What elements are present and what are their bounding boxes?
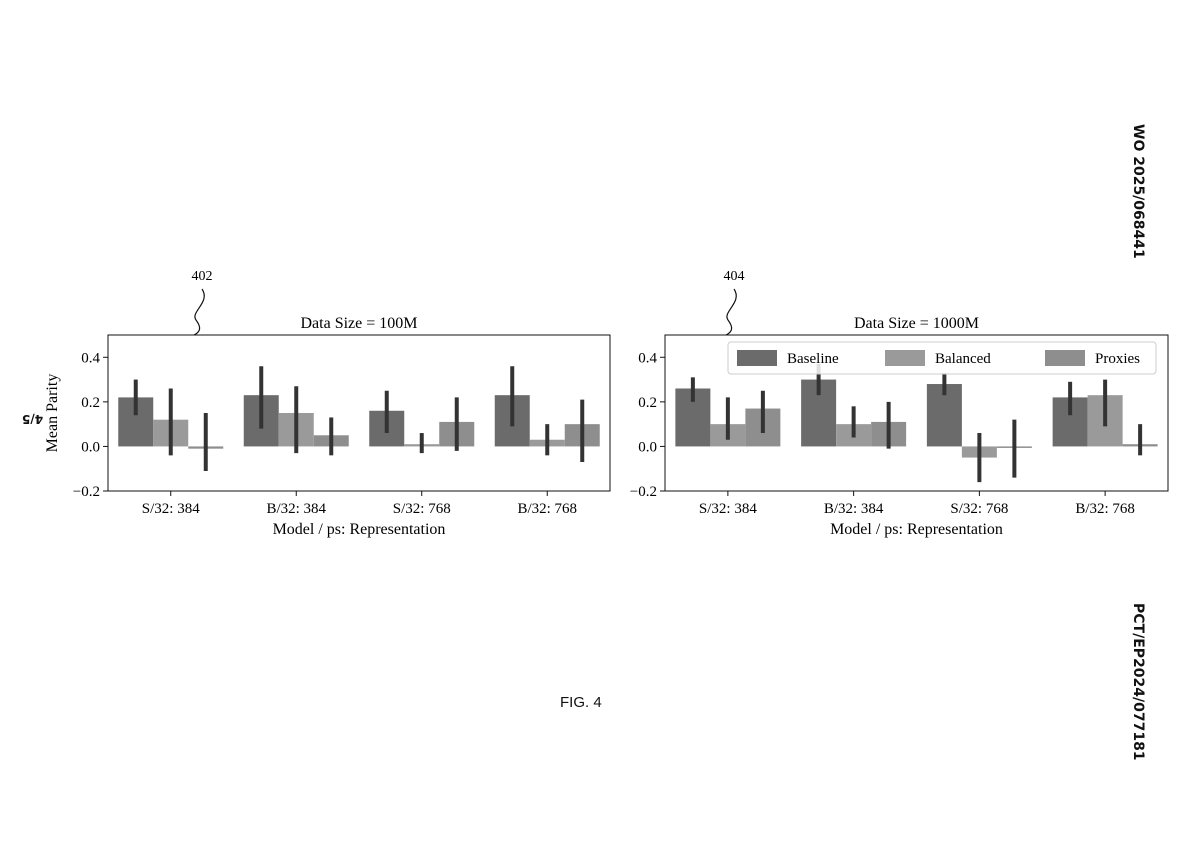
y-tick-label: −0.2 [73,484,100,500]
chart-title: Data Size = 100M [301,315,418,332]
reference-label: 402 [192,269,213,284]
y-axis-label: Mean Parity [44,374,61,453]
reference-label: 404 [724,269,745,284]
y-tick-label: 0.4 [81,350,100,366]
legend-label-balanced: Balanced [935,351,991,367]
x-axis-label: Model / ps: Representation [830,521,1003,538]
x-tick-label: B/32: 768 [517,501,577,517]
x-tick-label: B/32: 384 [824,501,884,517]
reference-leader-line [725,288,737,336]
legend-swatch-baseline [737,350,777,366]
x-tick-label: S/32: 384 [142,501,200,517]
x-tick-label: B/32: 384 [266,501,326,517]
chart-title: Data Size = 1000M [854,315,979,332]
x-tick-label: S/32: 384 [699,501,757,517]
legend-label-proxies: Proxies [1095,351,1140,367]
x-tick-label: B/32: 768 [1075,501,1135,517]
plot-frame [664,334,1169,492]
reference-leader-line [193,288,205,336]
x-tick-label: S/32: 768 [950,501,1008,517]
plot-frame [107,334,611,492]
y-tick-label: 0.4 [638,350,657,366]
x-tick-label: S/32: 768 [393,501,451,517]
y-tick-label: −0.2 [630,484,657,500]
x-axis-label: Model / ps: Representation [273,521,446,538]
legend-swatch-balanced [885,350,925,366]
y-tick-label: 0.2 [81,395,100,411]
legend-swatch-proxies [1045,350,1085,366]
y-tick-label: 0.2 [638,395,657,411]
legend-label-baseline: Baseline [787,351,839,367]
y-tick-label: 0.0 [81,439,100,455]
figure-caption: FIG. 4 [560,694,602,711]
legend: Baseline Balanced Proxies [727,341,1157,375]
y-tick-label: 0.0 [638,439,657,455]
